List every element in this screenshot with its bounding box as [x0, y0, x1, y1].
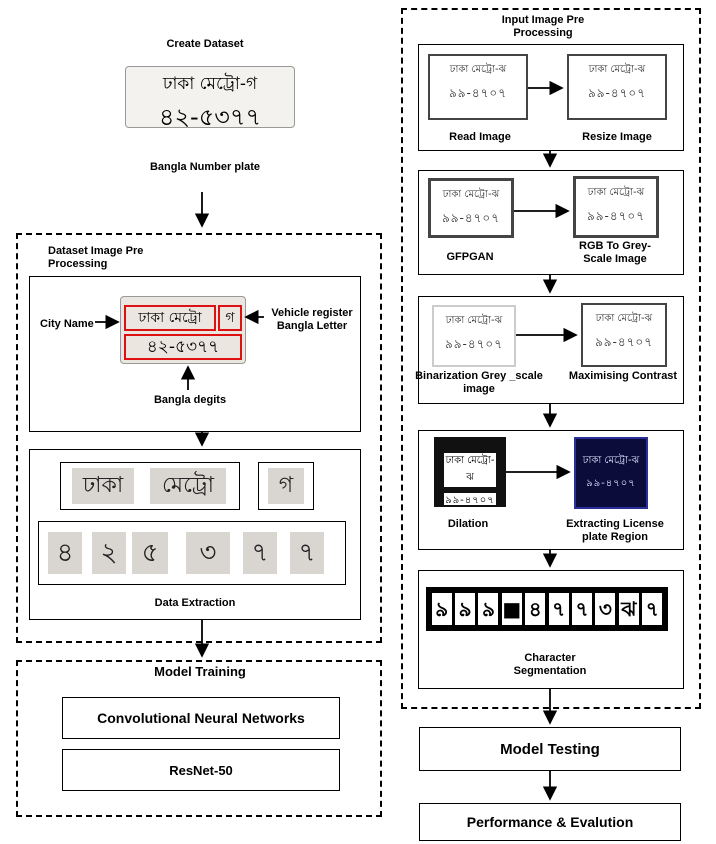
model-testing-box: Model Testing	[419, 727, 681, 771]
tile-top-text: ঢাকা মেট্রো-ঝ	[449, 64, 507, 75]
digit-chip-1: ৪	[48, 532, 82, 574]
input-preprocessing-group	[401, 8, 701, 709]
city-name-label: City Name	[40, 318, 94, 330]
gfpgan-tile: ঢাকা মেট্রো-ঝ ৯৯-৪৭০৭	[428, 178, 514, 238]
read-image-label: Read Image	[449, 131, 511, 143]
maximising-contrast-label: Maximising Contrast	[568, 370, 678, 382]
extracting-plate-label: Extracting License plate Region	[566, 518, 664, 543]
tile-top-text: ঢাকা মেট্রো-ঝ	[442, 189, 500, 200]
model-training-title: Model Training	[154, 664, 246, 679]
vehicle-letter-label: Vehicle register Bangla Letter	[271, 307, 353, 332]
digit-chip-5: ৭	[243, 532, 277, 574]
performance-evaluation-box: Performance & Evalution	[419, 803, 681, 841]
word-chip-dhaka: ঢাকা	[72, 468, 134, 504]
input-preprocessing-title: Input Image Pre Processing	[501, 14, 585, 39]
tile-bottom-text: ৯৯-৪৭০৭	[448, 86, 508, 100]
digit-chip-4: ৩	[186, 532, 230, 574]
license-region-tile: ঢাকা মেট্রো-ঝ ৯৯-৪৭০৭	[574, 437, 648, 509]
digits-box: ৪২-৫৩৭৭	[124, 334, 242, 360]
data-extraction-caption: Data Extraction	[154, 597, 236, 609]
word-chip-metro: মেট্রো	[150, 468, 226, 504]
segment-char-2: ৯	[455, 593, 476, 625]
tile-top-text: ঢাকা মেট্রো-ঝ	[445, 315, 503, 326]
plate-line-1: ঢাকা মেট্রো-গ	[162, 74, 258, 94]
segment-char-6: ৭	[548, 593, 569, 625]
resnet50-model-box: ResNet-50	[62, 749, 340, 791]
tile-top-text: ঢাকা মেট্রো-ঝ	[582, 455, 640, 466]
tile-top-text: ঢাকা মেট্রো-ঝ	[588, 64, 646, 75]
tile-bottom-text: ৯৯-৪৭০৭	[586, 478, 636, 489]
character-segmentation-label: Character Segmentation	[513, 652, 587, 677]
binarization-label: Binarization Grey _scale image	[415, 370, 543, 395]
resize-image-tile: ঢাকা মেট্রো-ঝ ৯৯-৪৭০৭	[567, 54, 667, 120]
city-name-box: ঢাকা মেট্রো	[124, 305, 216, 331]
digit-chip-3: ৫	[132, 532, 168, 574]
number-plate-image: ঢাকা মেট্রো-গ ৪২-৫৩৭৭	[125, 66, 295, 128]
dilation-tile: ঢাকা মেট্রো-ঝ ৯৯-৪৭০৭	[434, 437, 506, 507]
segment-char-8: ৩	[595, 593, 616, 625]
tile-top-text: ঢাকা মেট্রো-ঝ	[587, 187, 645, 198]
cnn-model-box: Convolutional Neural Networks	[62, 697, 340, 739]
segment-char-3: ৯	[478, 593, 499, 625]
tile-top-text: ঢাকা মেট্রো-ঝ	[444, 453, 496, 487]
tile-bottom-text: ৯৯-৪৭০৭	[594, 335, 654, 349]
plate-line-2: ৪২-৫৩৭৭	[158, 103, 262, 128]
create-dataset-title: Create Dataset	[166, 38, 244, 50]
gfpgan-label: GFPGAN	[446, 251, 494, 263]
number-plate-caption: Bangla Number plate	[149, 161, 261, 173]
letter-box: গ	[218, 305, 242, 331]
digit-chip-6: ৭	[290, 532, 324, 574]
contrast-tile: ঢাকা মেট্রো-ঝ ৯৯-৪৭০৭	[581, 303, 667, 367]
tile-bottom-text: ৯৯-৪৭০৭	[444, 337, 504, 351]
segment-char-7: ৭	[572, 593, 593, 625]
read-image-tile: ঢাকা মেট্রো-ঝ ৯৯-৪৭০৭	[428, 54, 528, 120]
letter-chip: গ	[268, 468, 304, 504]
tile-bottom-text: ৯৯-৪৭০৭	[586, 209, 646, 223]
greyscale-tile: ঢাকা মেট্রো-ঝ ৯৯-৪৭০৭	[573, 176, 659, 238]
resize-image-label: Resize Image	[582, 131, 652, 143]
dataset-preprocessing-title: Dataset Image Pre Processing	[48, 245, 144, 270]
dataset-preprocessing-group	[16, 233, 382, 643]
binarization-tile: ঢাকা মেট্রো-ঝ ৯৯-৪৭০৭	[432, 305, 516, 367]
bangla-digits-label: Bangla degits	[153, 394, 227, 406]
rgb-to-greyscale-label: RGB To Grey-Scale Image	[579, 240, 651, 265]
segment-char-1: ৯	[431, 593, 452, 625]
segments-strip: ৯ ৯ ৯ ■ ৪ ৭ ৭ ৩ ঝ ৭	[426, 587, 668, 631]
segment-char-4: ■	[501, 593, 522, 625]
segment-char-10: ৭	[642, 593, 663, 625]
segment-char-9: ঝ	[618, 593, 639, 625]
tile-top-text: ঢাকা মেট্রো-ঝ	[595, 313, 653, 324]
tile-bottom-text: ৯৯-৪৭০৭	[587, 86, 647, 100]
tile-bottom-text: ৯৯-৪৭০৭	[444, 493, 496, 505]
tile-bottom-text: ৯৯-৪৭০৭	[441, 211, 501, 225]
segment-char-5: ৪	[525, 593, 546, 625]
model-training-group	[16, 660, 382, 817]
digit-chip-2: ২	[92, 532, 126, 574]
dilation-label: Dilation	[447, 518, 489, 530]
